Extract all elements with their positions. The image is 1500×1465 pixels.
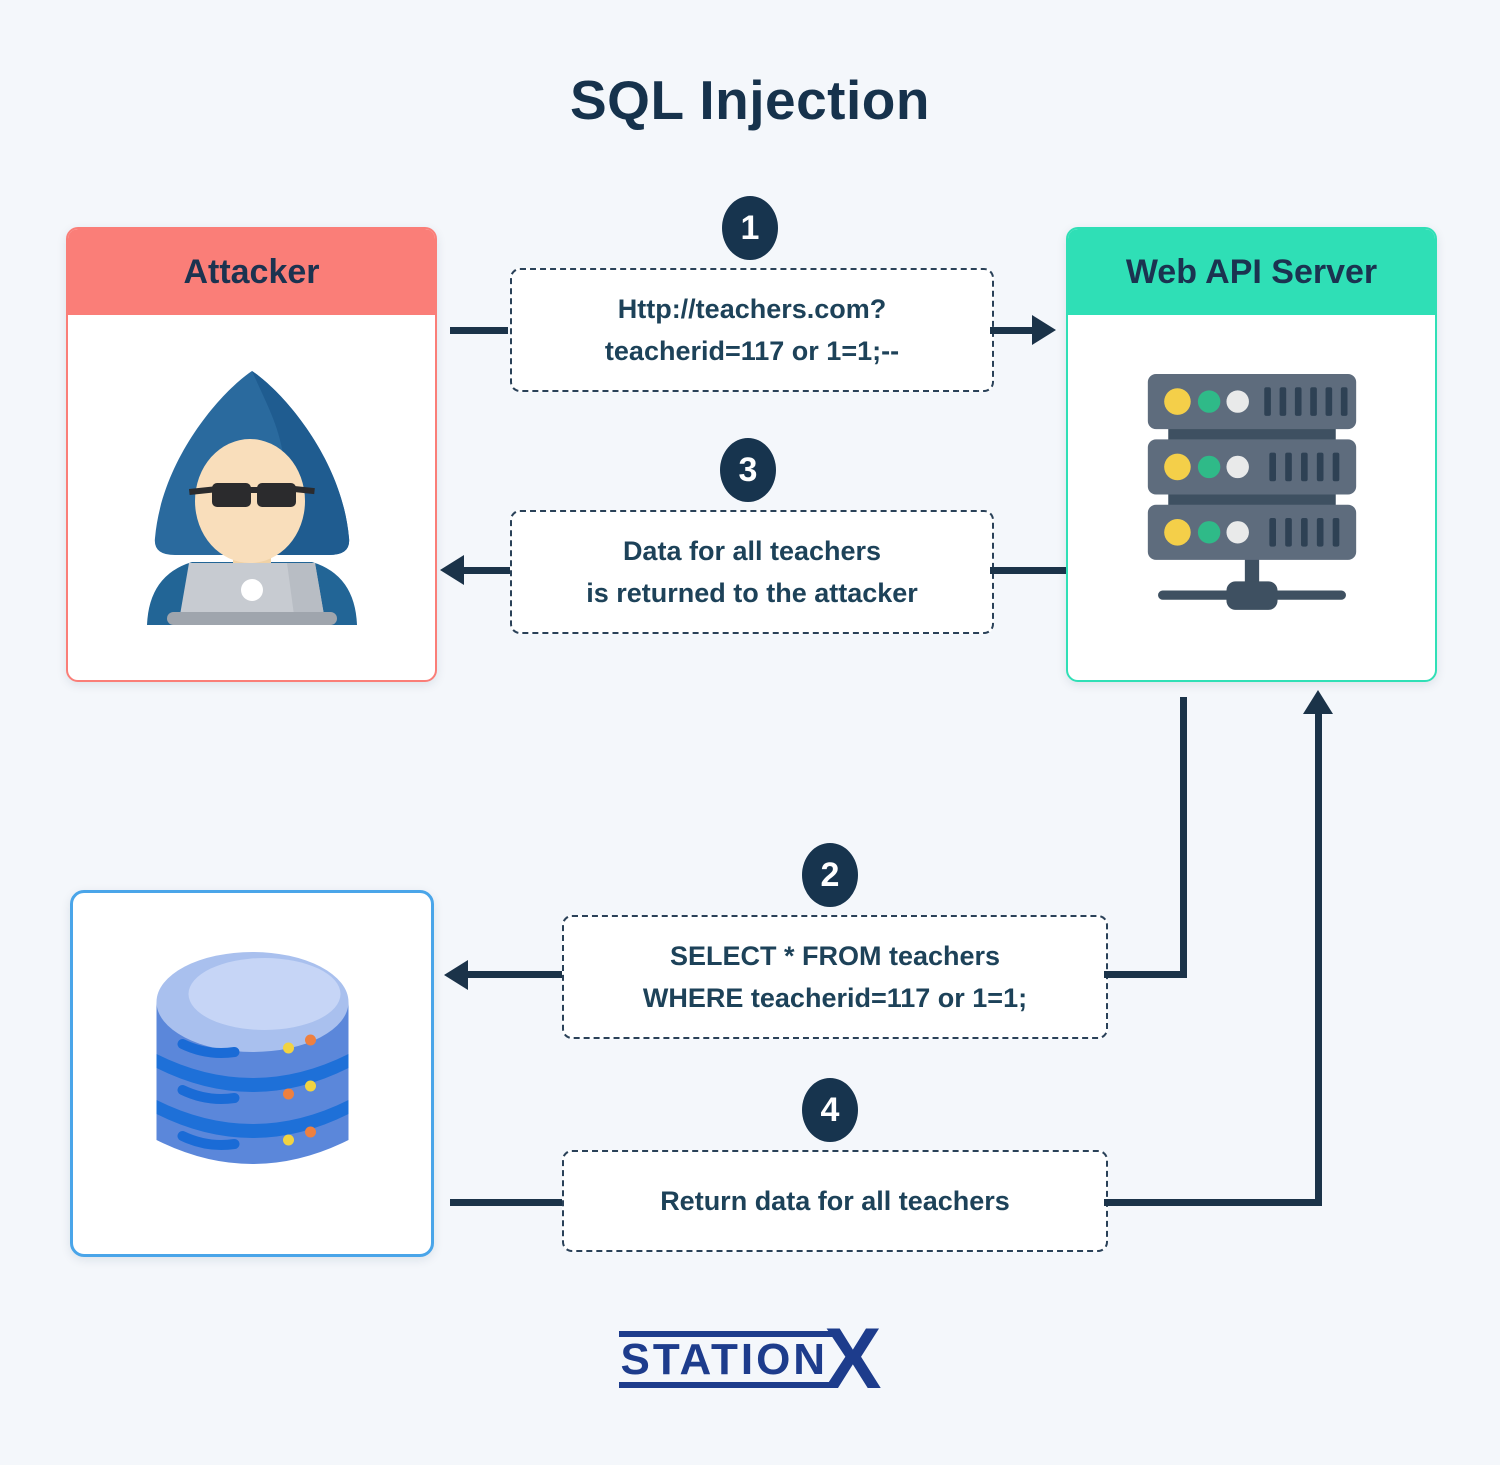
step-3-message: Data for all teachers is returned to the… (510, 510, 994, 634)
step-2-badge: 2 (802, 843, 858, 907)
step-2-line-2: WHERE teacherid=117 or 1=1; (642, 983, 1028, 1013)
server-rack-icon (1127, 374, 1377, 619)
step-3-badge: 3 (720, 438, 776, 502)
step-4-line-1: Return data for all teachers (660, 1186, 1010, 1216)
hacker-icon (117, 363, 387, 630)
database-icon (150, 948, 355, 1193)
step-4-arrowhead-icon (1303, 690, 1333, 714)
step-4-line-vertical-to-server (1315, 712, 1322, 1206)
step-3-arrowhead-icon (440, 555, 464, 585)
database-node (70, 890, 434, 1257)
step-2-message: SELECT * FROM teachers WHERE teacherid=1… (562, 915, 1108, 1039)
step-3-line-2: is returned to the attacker (586, 578, 918, 608)
step-3-line-from-server (990, 567, 1066, 574)
step-4-badge: 4 (802, 1078, 858, 1142)
step-1-line-to-server (990, 327, 1034, 334)
logo-bottom-bar (618, 1382, 835, 1389)
step-1-line-2: teacherid=117 or 1=1;-- (604, 336, 900, 366)
attacker-header: Attacker (68, 229, 435, 315)
step-2-line-vertical-from-server (1180, 697, 1187, 978)
step-2-line-to-database (466, 971, 562, 978)
attacker-body (68, 315, 435, 678)
stationx-logo: STATION X (0, 1311, 1500, 1407)
step-2-arrowhead-icon (444, 960, 468, 990)
step-1-line-from-attacker (450, 327, 508, 334)
server-node: Web API Server (1066, 227, 1437, 682)
step-1-line-1: Http://teachers.com? (617, 294, 887, 324)
database-body (73, 893, 431, 1248)
step-2-line-1: SELECT * FROM teachers (669, 941, 1001, 971)
server-header: Web API Server (1068, 229, 1435, 315)
step-2-line-horizontal (1104, 971, 1187, 978)
step-1-arrowhead-icon (1032, 315, 1056, 345)
step-1-badge: 1 (722, 196, 778, 260)
step-4-line-from-database (450, 1199, 562, 1206)
step-3-line-1: Data for all teachers (622, 536, 882, 566)
step-3-line-to-attacker (462, 567, 510, 574)
attacker-node: Attacker (66, 227, 437, 682)
logo-top-bar (618, 1331, 835, 1338)
step-4-message: Return data for all teachers (562, 1150, 1108, 1252)
logo-text: STATION (620, 1335, 829, 1385)
stationx-logo-wordmark: STATION (618, 1331, 835, 1389)
logo-x-glyph: X (824, 1311, 882, 1407)
step-4-line-horizontal (1104, 1199, 1322, 1206)
server-body (1068, 315, 1435, 678)
page-title: SQL Injection (570, 69, 930, 131)
step-1-message: Http://teachers.com? teacherid=117 or 1=… (510, 268, 994, 392)
